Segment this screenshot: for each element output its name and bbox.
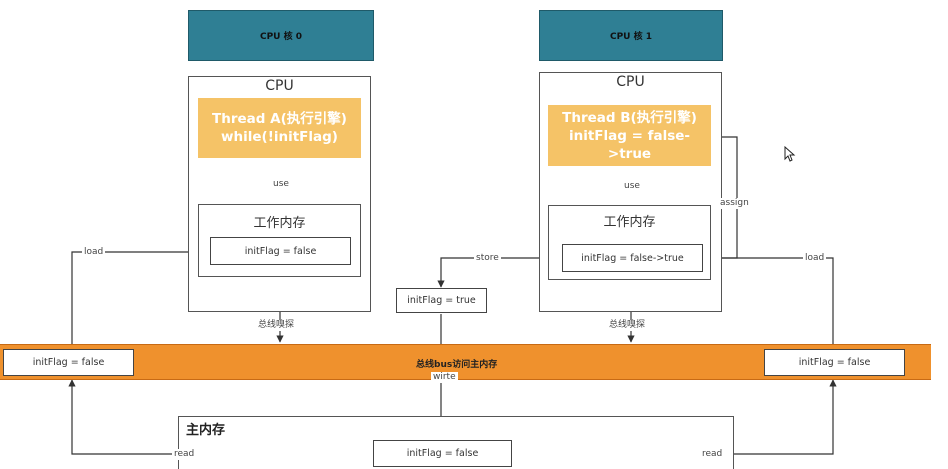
main-memory-initflag-value: initFlag = false (406, 448, 479, 459)
core0-cpu-title: CPU (265, 78, 294, 94)
core1-initflag-box: initFlag = false->true (562, 244, 703, 272)
load-left-arrow (71, 248, 209, 348)
core1-use-label: use (622, 181, 642, 192)
mouse-cursor-icon (784, 146, 796, 162)
core0-execution-engine: Thread A(执行引擎) while(!initFlag) (198, 98, 361, 158)
core0-working-memory-title: 工作内存 (253, 216, 306, 231)
core1-sniff-label: 总线嗅探 (607, 320, 648, 331)
bus-right-initflag-box: initFlag = false (764, 349, 905, 376)
bus-label: 总线bus访问主内存 (416, 360, 498, 370)
bus-left-initflag-box: initFlag = false (3, 349, 134, 376)
bus-left-initflag-value: initFlag = false (32, 357, 105, 368)
core1-initflag-value: initFlag = false->true (581, 252, 684, 264)
main-memory-title: 主内存 (186, 423, 226, 438)
core0-engine-line2: while(!initFlag) (221, 129, 338, 145)
core1-execution-engine: Thread B(执行引擎) initFlag = false->true (548, 105, 711, 166)
store-initflag-value: initFlag = true (407, 295, 476, 306)
core1-header: CPU 核 1 (539, 10, 723, 61)
core0-initflag-value: initFlag = false (244, 245, 317, 257)
store-label: store (474, 253, 501, 264)
core0-initflag-box: initFlag = false (210, 237, 351, 265)
read-right-label: read (700, 449, 725, 460)
bus-right-initflag-value: initFlag = false (798, 357, 871, 368)
load-right-arrow (705, 254, 834, 348)
load-right-label: load (803, 253, 827, 264)
core1-engine-line2: initFlag = false->true (568, 127, 691, 162)
core1-cpu-title: CPU (616, 74, 645, 90)
assign-label: assign (718, 198, 751, 209)
load-left-label: load (82, 247, 106, 258)
store-initflag-box: initFlag = true (396, 288, 487, 313)
read-left-label: read (172, 449, 197, 460)
core0-use-label: use (271, 179, 291, 190)
core0-engine-line1: Thread A(执行引擎) (212, 111, 347, 127)
core1-header-label: CPU 核 1 (609, 32, 653, 42)
core0-header: CPU 核 0 (188, 10, 374, 61)
core0-sniff-label: 总线嗅探 (256, 320, 297, 331)
store-arrow (437, 257, 562, 288)
core1-engine-line1: Thread B(执行引擎) (562, 109, 697, 126)
write-label: wirte (431, 372, 458, 383)
core0-header-label: CPU 核 0 (259, 32, 303, 42)
core1-working-memory-title: 工作内存 (603, 215, 656, 230)
main-memory-initflag-box: initFlag = false (373, 440, 512, 467)
